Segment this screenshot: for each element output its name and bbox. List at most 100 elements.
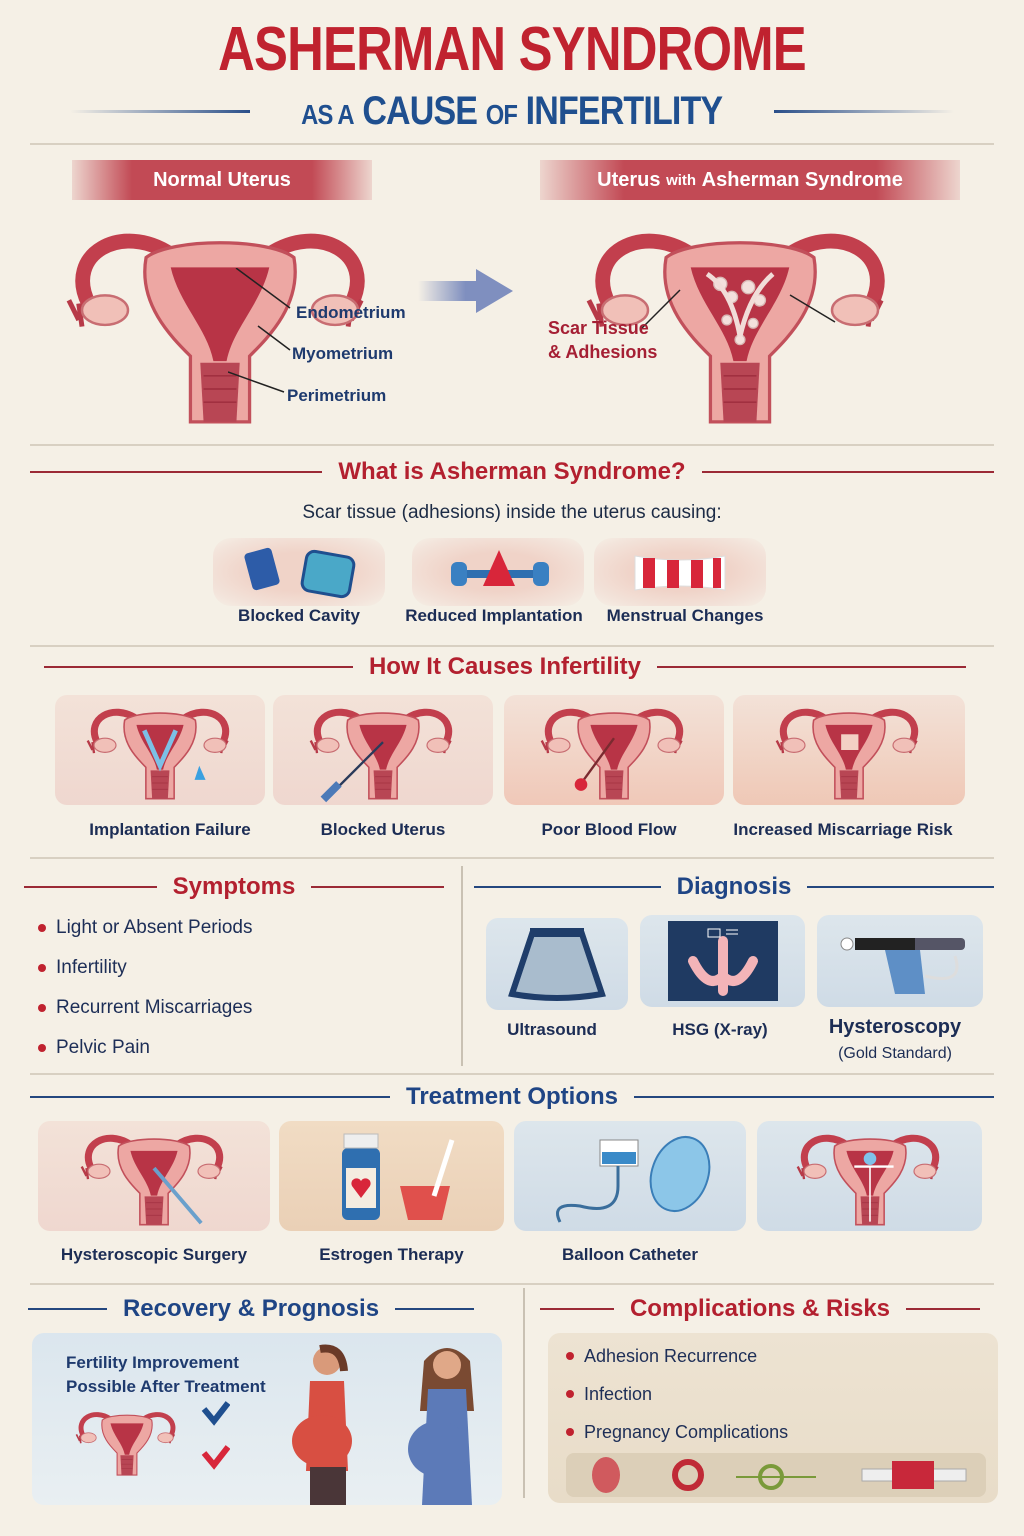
header-rule xyxy=(807,886,995,888)
balloon-catheter-icon xyxy=(556,1136,711,1223)
label-myometrium: Myometrium xyxy=(292,344,394,363)
what-is-item-label: Menstrual Changes xyxy=(606,606,764,625)
banner-text: Uterus xyxy=(597,168,661,191)
what-is-item-label: Blocked Cavity xyxy=(238,606,360,625)
header-rule xyxy=(657,666,966,668)
page-subtitle: AS A CAUSE OF INFERTILITY xyxy=(301,89,723,134)
uterus-icon xyxy=(764,695,934,805)
treatment-label: Hysteroscopic Surgery xyxy=(60,1245,248,1264)
label-line: & Adhesions xyxy=(548,342,658,362)
recovery-panel: Fertility Improvement Possible After Tre… xyxy=(32,1333,502,1505)
asherman-uterus-banner: Uterus with Asherman Syndrome xyxy=(540,160,960,200)
uterus-icon xyxy=(529,695,699,805)
balloon-catheter-icon xyxy=(514,1121,746,1231)
cause-label: Poor Blood Flow xyxy=(541,820,677,839)
page-title: ASHERMAN SYNDROME xyxy=(218,15,807,84)
uterus-icon xyxy=(80,695,240,805)
header-rule xyxy=(30,1096,390,1098)
uterus-icon xyxy=(64,1121,244,1231)
scar-leader-lines xyxy=(640,289,836,331)
subtitle-row: AS A CAUSE OF INFERTILITY xyxy=(0,88,1024,134)
diagnosis-label: Ultrasound xyxy=(507,1020,597,1039)
section-title: Diagnosis xyxy=(676,873,792,900)
bullet-icon xyxy=(38,1044,46,1052)
divider xyxy=(30,143,994,145)
uterus-icon xyxy=(72,1401,182,1481)
section-header-recovery: Recovery & Prognosis xyxy=(28,1292,474,1326)
hysteroscope-icon xyxy=(840,937,965,994)
header-rule xyxy=(906,1308,980,1310)
section-header-diagnosis: Diagnosis xyxy=(474,870,995,904)
adhesions-icon xyxy=(705,271,775,346)
divider xyxy=(30,444,994,446)
infection-ring-icon xyxy=(672,1459,704,1491)
header-rule xyxy=(311,886,445,888)
blocked-cavity-icon xyxy=(213,538,385,606)
pregnant-woman-icon xyxy=(292,1344,352,1505)
recovery-text: Fertility Improvement Possible After Tre… xyxy=(66,1351,266,1399)
complication-icons xyxy=(592,1457,967,1493)
complication-text: Adhesion Recurrence xyxy=(584,1345,758,1366)
complication-item: Pregnancy Complications xyxy=(566,1413,788,1451)
section-title: What is Asherman Syndrome? xyxy=(338,458,686,485)
cause-label: Implantation Failure xyxy=(89,820,251,839)
complication-icons-strip xyxy=(566,1453,986,1497)
bullet-icon xyxy=(566,1390,574,1398)
subtitle-rule-left xyxy=(70,109,251,113)
label-leader-lines xyxy=(228,268,291,393)
cause-panel-implantation-failure xyxy=(55,695,265,805)
section-header-what-is: What is Asherman Syndrome? xyxy=(30,455,994,489)
diagnosis-label: HSG (X-ray) xyxy=(672,1020,768,1039)
subtitle-part: OF xyxy=(486,98,518,130)
adhesion-icon xyxy=(592,1457,620,1493)
uterus-icon xyxy=(298,695,468,805)
checkmark-icons xyxy=(201,1401,230,1470)
treatment-label: Estrogen Therapy xyxy=(319,1245,464,1264)
symptom-text: Light or Absent Periods xyxy=(56,917,253,938)
asherman-uterus-illustration xyxy=(540,205,940,435)
uterus-icon xyxy=(540,205,940,435)
complications-panel: Adhesion Recurrence Infection Pregnancy … xyxy=(548,1333,998,1503)
bullet-icon xyxy=(38,964,46,972)
symptoms-list: Light or Absent Periods Infertility Recu… xyxy=(38,908,252,1068)
cause-panel-poor-blood-flow xyxy=(504,695,724,805)
symptom-item: Infertility xyxy=(38,948,252,988)
section-title: Treatment Options xyxy=(405,1083,619,1110)
hsg-xray-icon xyxy=(667,921,778,1001)
cause-panel-miscarriage-risk xyxy=(733,695,965,805)
menstrual-changes-icon xyxy=(594,538,766,606)
section-header-treatment: Treatment Options xyxy=(30,1080,994,1114)
complication-text: Pregnancy Complications xyxy=(584,1421,789,1442)
blocked-cavity-icon xyxy=(244,547,356,599)
subtitle-part: AS A xyxy=(301,98,355,130)
ultrasound-icon xyxy=(486,918,628,1010)
treatment-label: Balloon Catheter xyxy=(561,1245,699,1264)
banner-text: with xyxy=(666,171,697,189)
cause-label: Increased Miscarriage Risk xyxy=(733,820,953,839)
complications-list: Adhesion Recurrence Infection Pregnancy … xyxy=(566,1337,788,1451)
label-scar-tissue: Scar Tissue & Adhesions xyxy=(548,316,657,364)
pregnant-woman-icon xyxy=(408,1348,474,1505)
header-rule xyxy=(395,1308,474,1310)
pin-icon xyxy=(758,1464,784,1490)
banner-text: Asherman Syndrome xyxy=(701,168,903,191)
reduced-implantation-icon xyxy=(451,550,549,586)
divider xyxy=(30,645,994,647)
right-arrow-icon xyxy=(418,269,513,313)
section-header-symptoms: Symptoms xyxy=(24,870,445,904)
complication-item: Infection xyxy=(566,1375,788,1413)
subtitle-rule-right xyxy=(773,109,954,113)
complication-text: Infection xyxy=(584,1383,653,1404)
header-rule xyxy=(540,1308,614,1310)
menstrual-changes-icon xyxy=(634,555,726,591)
symptom-text: Infertility xyxy=(56,957,127,978)
section-title: Symptoms xyxy=(172,873,296,900)
label-endometrium: Endometrium xyxy=(296,303,406,322)
symptom-item: Pelvic Pain xyxy=(38,1028,252,1068)
header-rule xyxy=(701,471,994,473)
divider xyxy=(30,857,994,859)
what-is-item-label: Reduced Implantation xyxy=(405,606,583,625)
symptom-item: Light or Absent Periods xyxy=(38,908,252,948)
cause-label: Blocked Uterus xyxy=(320,820,446,839)
hsg-xray-icon xyxy=(640,915,805,1007)
